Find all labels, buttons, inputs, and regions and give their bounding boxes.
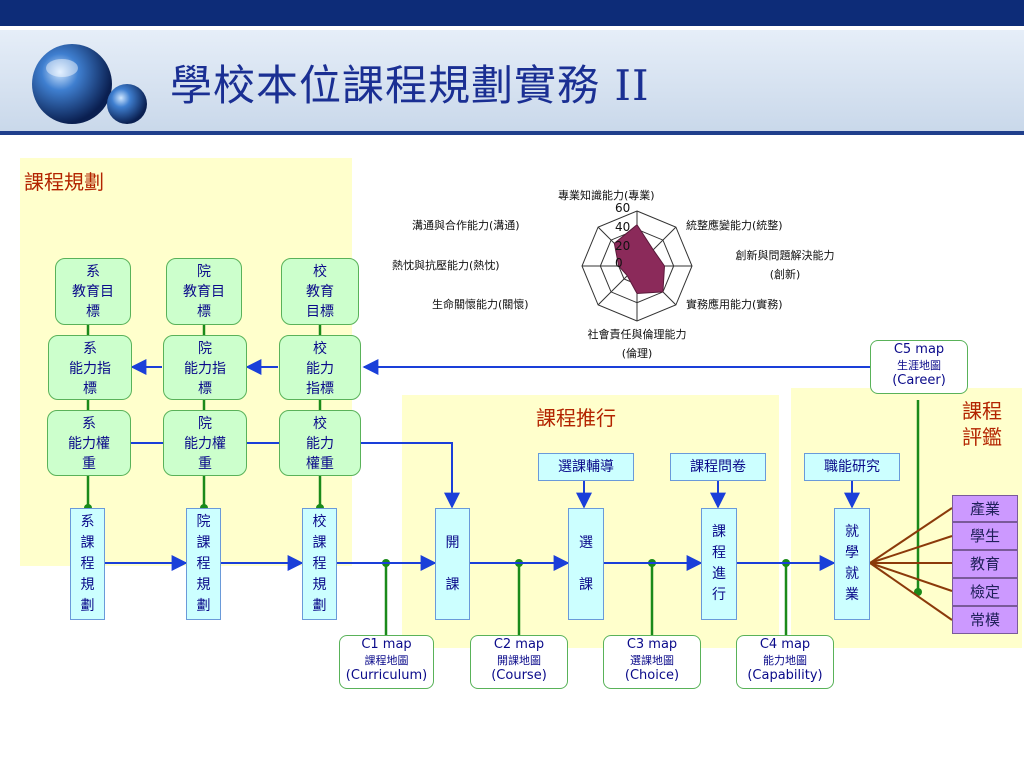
radar-data-area (613, 224, 666, 295)
course-offering-box[interactable]: 開 課 (435, 508, 470, 620)
radar-axis-label: 生命關懷能力(關懷) (432, 298, 529, 311)
header-divider (0, 131, 1024, 135)
header-bar (0, 0, 1024, 135)
c1-map-box[interactable]: C1 map 課程地圖 (Curriculum) (339, 635, 434, 689)
radar-axis-label: 專業知識能力(專業) (558, 189, 655, 202)
c1-map-zh: 課程地圖 (364, 654, 409, 667)
college-curriculum-planning[interactable]: 院 課 程 規 劃 (186, 508, 221, 620)
radar-tick-label: 0 (615, 256, 623, 270)
dept-competency-weight[interactable]: 系 能力權 重 (47, 410, 131, 476)
radar-tick-label: 20 (615, 239, 631, 253)
job-competency-research-box[interactable]: 職能研究 (804, 453, 900, 481)
stakeholder-certification[interactable]: 檢定 (952, 578, 1018, 606)
course-survey-box[interactable]: 課程問卷 (670, 453, 766, 481)
c4-map-en: (Capability) (747, 668, 823, 683)
stakeholder-norm[interactable]: 常模 (952, 606, 1018, 634)
c2-map-box[interactable]: C2 map 開課地圖 (Course) (470, 635, 568, 689)
radar-axis-label: 統整應變能力(統整) (686, 219, 783, 232)
stakeholder-students[interactable]: 學生 (952, 522, 1018, 550)
study-employment-box[interactable]: 就 學 就 業 (834, 508, 870, 620)
c3-map-code: C3 map (626, 637, 678, 652)
college-competency-weight[interactable]: 院 能力權 重 (163, 410, 247, 476)
c4-map-code: C4 map (759, 637, 811, 652)
dept-education-goal[interactable]: 系 教育目 標 (55, 258, 131, 325)
dept-curriculum-planning[interactable]: 系 課 程 規 劃 (70, 508, 105, 620)
stakeholder-education[interactable]: 教育 (952, 550, 1018, 578)
c5-map-zh: 生涯地圖 (897, 359, 941, 372)
c5-map-box[interactable]: C5 map 生涯地圖 (Career) (870, 340, 968, 394)
globe-logo-icon (32, 44, 147, 124)
c4-map-box[interactable]: C4 map 能力地圖 (Capability) (736, 635, 834, 689)
stakeholder-industry[interactable]: 產業 (952, 495, 1018, 522)
college-competency-indicator[interactable]: 院 能力指 標 (163, 335, 247, 400)
radar-axis-label: 熱忱與抗壓能力(熱忱) (392, 259, 500, 272)
c5-map-en: (Career) (892, 373, 946, 388)
radar-axis-label: 溝通與合作能力(溝通) (412, 219, 520, 232)
dept-competency-indicator[interactable]: 系 能力指 標 (48, 335, 132, 400)
school-curriculum-planning[interactable]: 校 課 程 規 劃 (302, 508, 337, 620)
evaluation-label: 課程 評鑑 (962, 399, 1002, 449)
radar-tick-label: 60 (615, 201, 631, 215)
c2-map-zh: 開課地圖 (497, 654, 541, 667)
radar-chart (581, 210, 693, 322)
c1-map-code: C1 map (361, 637, 412, 652)
school-competency-weight[interactable]: 校 能力 權重 (279, 410, 361, 476)
c2-map-en: (Course) (491, 668, 547, 683)
school-education-goal[interactable]: 校 教育 目標 (281, 258, 359, 325)
radar-tick-label: 40 (615, 220, 631, 234)
c3-map-en: (Choice) (624, 668, 680, 683)
course-progress-box[interactable]: 課 程 進 行 (701, 508, 737, 620)
c3-map-box[interactable]: C3 map 選課地圖 (Choice) (603, 635, 701, 689)
radar-axis-label: 社會責任與倫理能力 (倫理) (587, 328, 687, 360)
c5-map-code: C5 map (893, 342, 945, 357)
radar-axis-label: 創新與問題解決能力 (創新) (735, 249, 835, 281)
course-selection-box[interactable]: 選 課 (568, 508, 604, 620)
planning-label: 課程規劃 (24, 170, 104, 194)
c1-map-en: (Curriculum) (345, 668, 428, 683)
implementation-label: 課程推行 (536, 406, 616, 430)
c4-map-zh: 能力地圖 (763, 654, 807, 667)
school-competency-indicator[interactable]: 校 能力 指標 (279, 335, 361, 400)
radar-axis-label: 實務應用能力(實務) (686, 298, 783, 311)
c3-map-zh: 選課地圖 (630, 654, 674, 667)
page-title: 學校本位課程規劃實務 II (170, 61, 650, 110)
c2-map-code: C2 map (493, 637, 545, 652)
course-advising-box[interactable]: 選課輔導 (538, 453, 634, 481)
college-education-goal[interactable]: 院 教育目 標 (166, 258, 242, 325)
